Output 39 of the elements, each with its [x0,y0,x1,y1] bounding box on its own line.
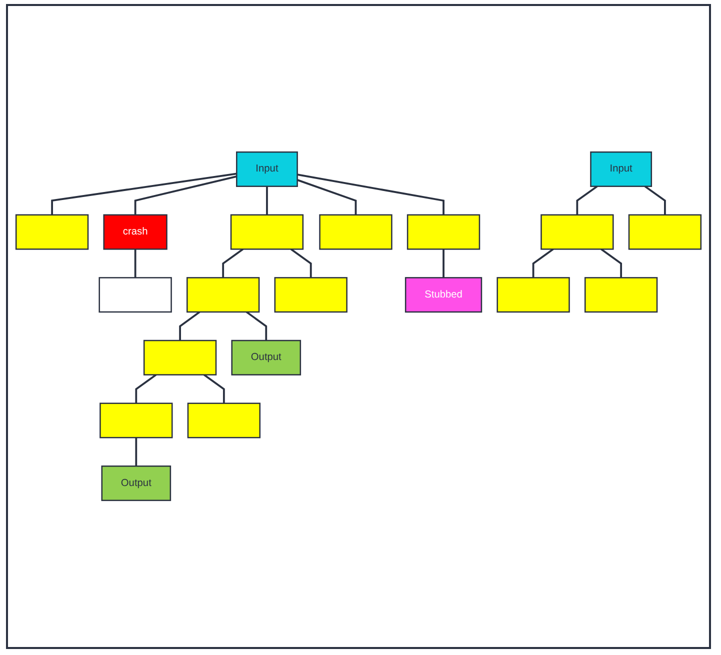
connector [222,248,244,278]
node-box [230,214,304,250]
connector [51,172,237,216]
node-box [236,152,298,188]
node-box [15,214,89,250]
connector [135,438,138,466]
node-box [404,277,482,313]
connector [134,249,136,278]
node-box [540,214,614,250]
connector [203,374,225,404]
connector [296,179,357,216]
tree-diagram: Input crash Stubbed Output Input Output [11,147,706,506]
node-box [274,277,348,313]
node-box [101,466,172,502]
connector [297,174,444,216]
connector [266,186,268,216]
connector [532,248,554,278]
connector [644,186,666,216]
node-box [187,402,261,438]
connector [179,311,200,341]
connector [600,248,622,278]
connector [290,248,312,278]
connector [246,311,268,341]
node-box [98,277,172,313]
node-box [628,214,702,250]
connector [442,249,444,278]
node-box [496,277,570,313]
connector [576,186,598,216]
node-box [406,214,480,250]
node-box [186,277,260,313]
connector [134,176,237,216]
connector [135,374,157,404]
node-box [103,214,168,250]
node-box [143,340,217,376]
node-box [590,152,652,188]
node-box [231,340,302,376]
node-box [319,214,392,250]
node-box [100,402,173,438]
node-box [584,277,658,313]
